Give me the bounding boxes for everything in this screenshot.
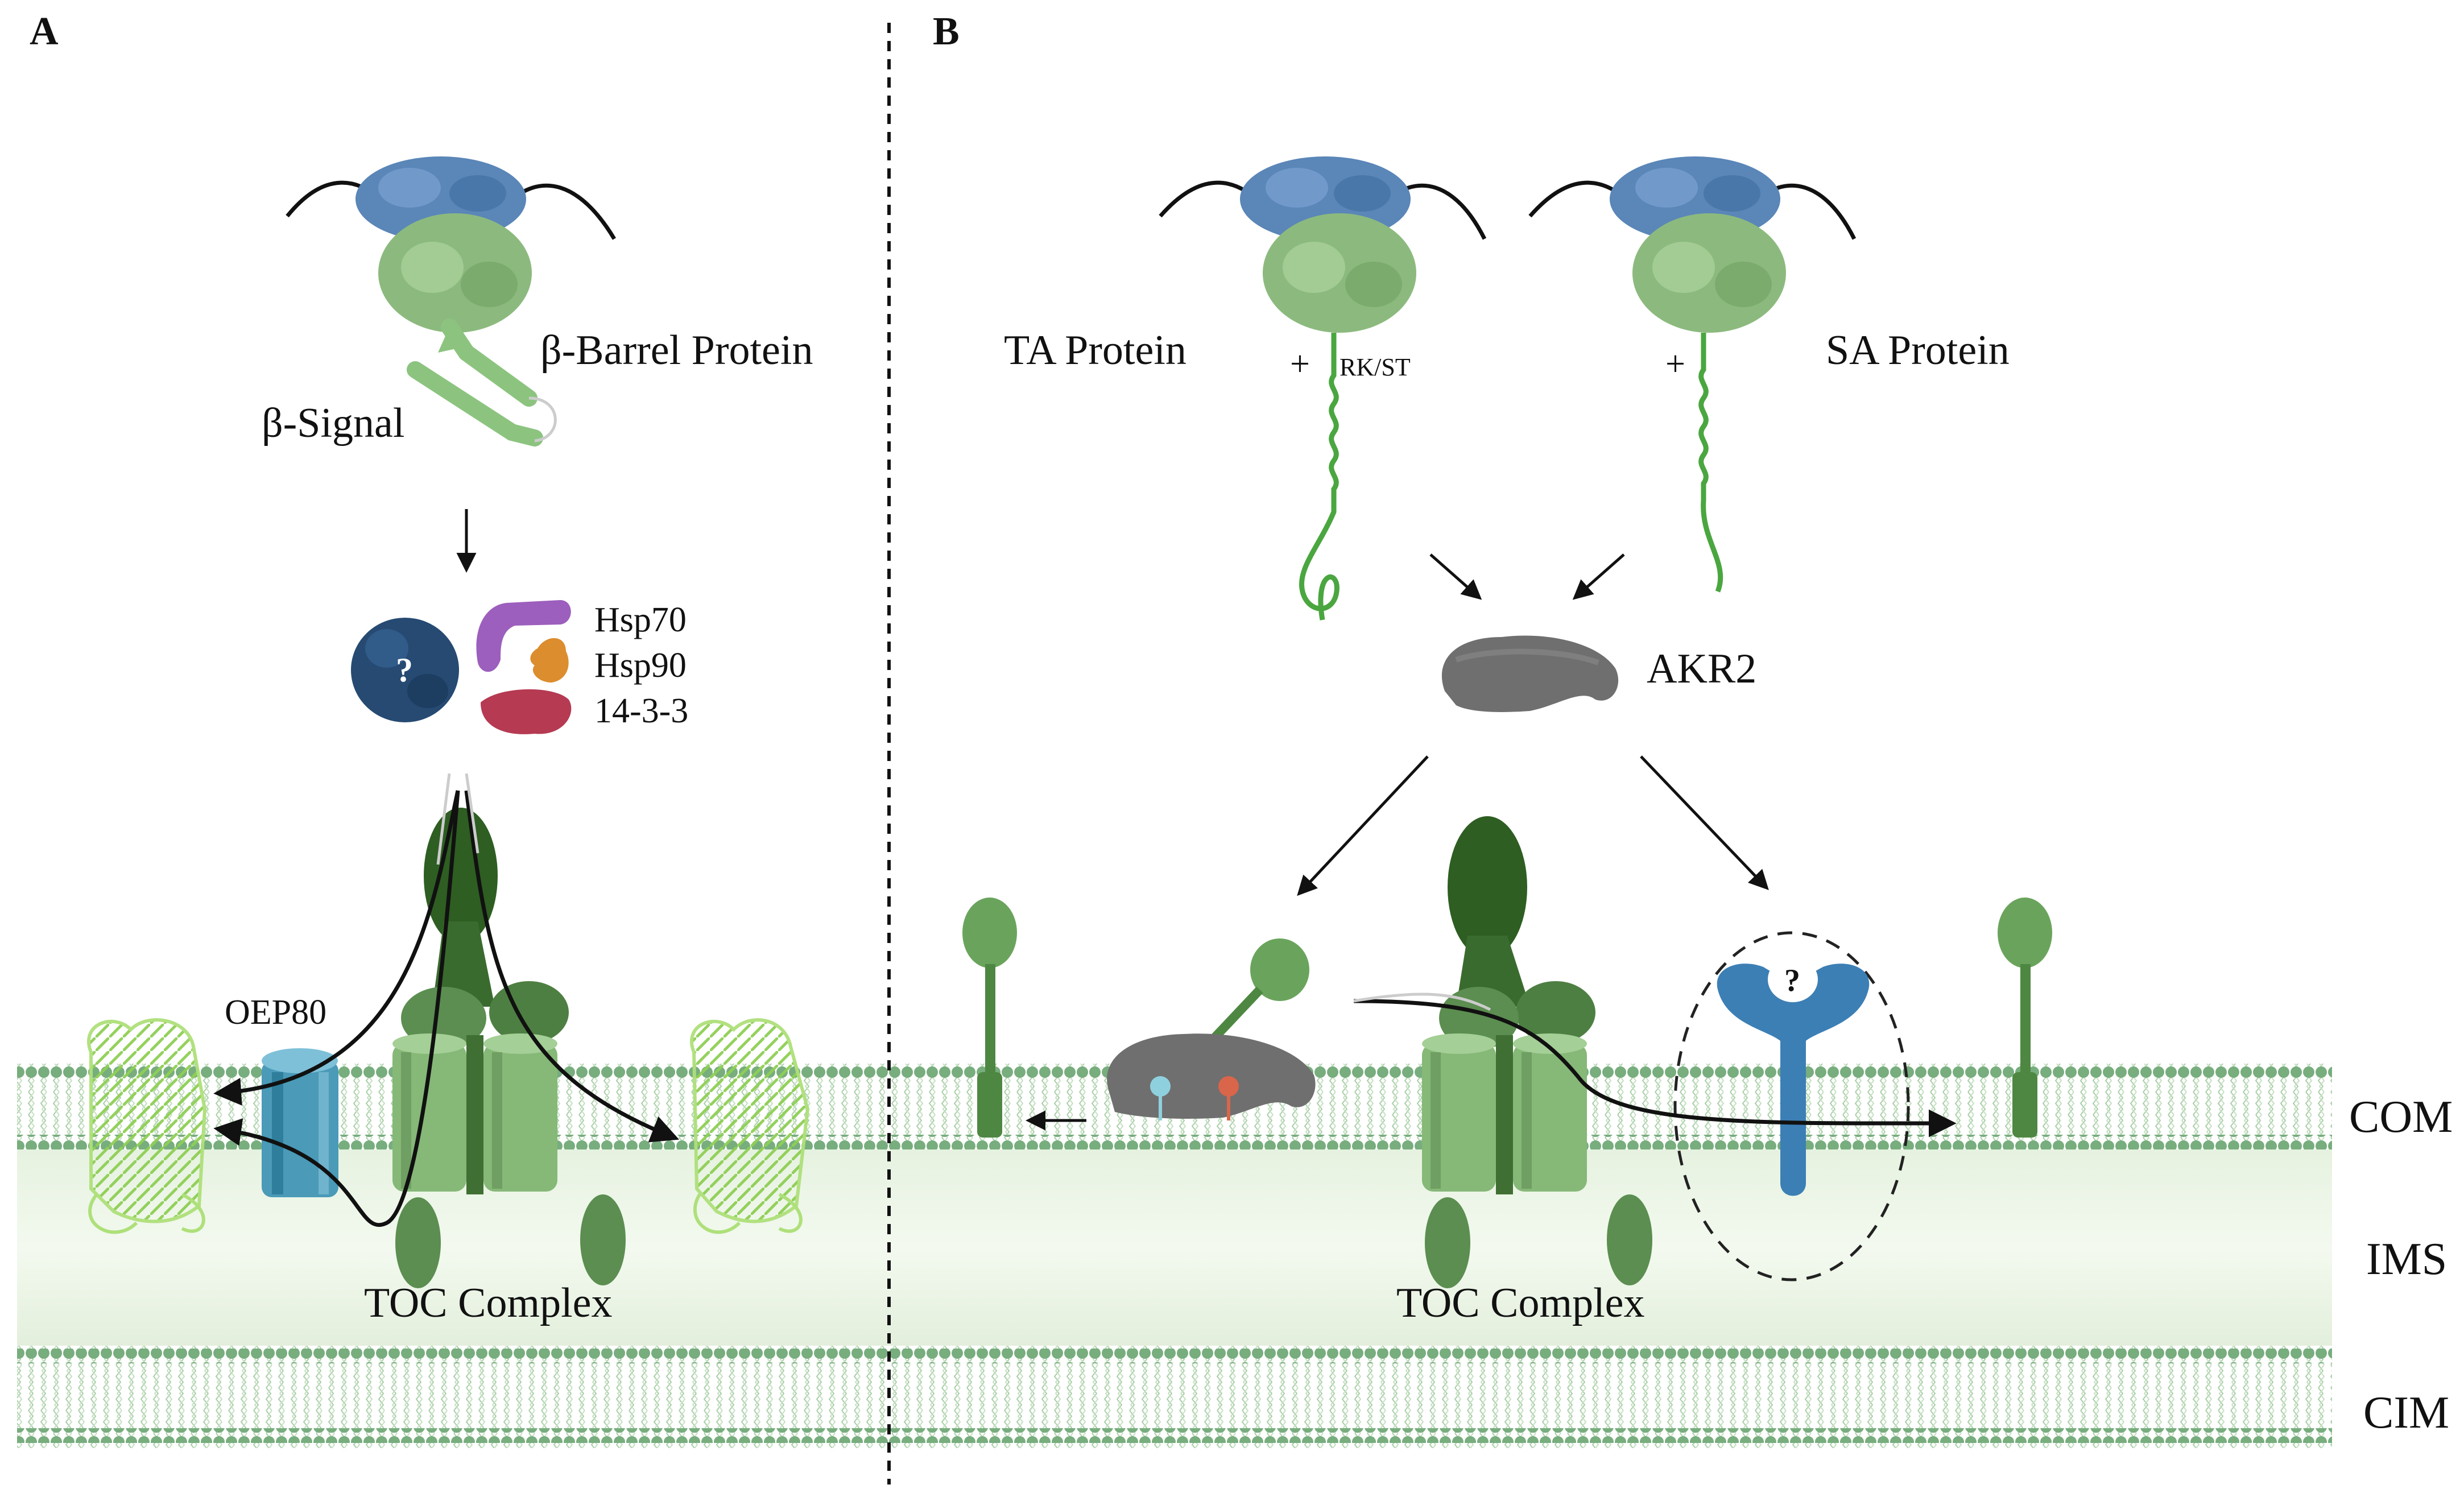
beta-hairpin-signal — [407, 319, 557, 446]
hsp90-shape — [530, 638, 569, 683]
hsp70-shape — [476, 600, 571, 672]
unknown-chaperone-mark: ? — [396, 651, 413, 689]
sa-plus: + — [1665, 345, 1685, 383]
pathway-to-right-barrel — [464, 790, 680, 1143]
unknown-insertase: ? — [1717, 957, 1870, 1196]
unknown-insertase-boundary — [1673, 931, 1910, 1281]
ims-label: IMS — [2366, 1234, 2447, 1284]
pathway-shadow-b — [1353, 993, 1491, 1011]
arrow-akr2-to-right — [1640, 755, 1769, 891]
ta-motif-label: RK/ST — [1340, 353, 1411, 381]
oep80-label: OEP80 — [225, 993, 326, 1032]
ribosome-ta — [1159, 156, 1487, 621]
beta-signal-label: β-Signal — [262, 400, 404, 446]
14-3-3-shape — [481, 689, 572, 734]
hsp70-label: Hsp70 — [594, 601, 687, 639]
arrow-akr2-to-left — [1297, 755, 1429, 896]
sa-signal-anchor — [1698, 333, 1723, 593]
unknown-chaperone: ? — [351, 618, 459, 722]
arrow-sa-to-akr2 — [1572, 553, 1625, 600]
panel-a-letter: A — [30, 10, 59, 53]
ta-protein-label: TA Protein — [1004, 327, 1186, 374]
beta-barrel-left — [87, 1018, 207, 1234]
cim-label: CIM — [2363, 1388, 2449, 1438]
inserted-protein-right — [1998, 898, 2052, 1138]
hsp90-label: Hsp90 — [594, 646, 687, 685]
toc-complex-a — [392, 808, 626, 1288]
akr2-label: AKR2 — [1647, 646, 1756, 692]
oep80-channel — [262, 1048, 338, 1197]
beta-barrel-right — [690, 1018, 810, 1234]
toc-complex-a-label: TOC Complex — [364, 1280, 612, 1326]
inserted-protein-left — [962, 898, 1017, 1138]
pathway-to-left-barrel-2 — [213, 790, 460, 1227]
panel-b-letter: B — [933, 10, 960, 53]
pathway-shadow — [436, 773, 479, 865]
akr2-shape — [1441, 635, 1619, 712]
beta-barrel-protein-label: β-Barrel Protein — [540, 327, 813, 374]
ribosome-a — [286, 156, 617, 333]
inner-envelope-membrane — [17, 1346, 2332, 1448]
pathway-to-left-barrel-1 — [213, 790, 460, 1106]
14-3-3-label: 14-3-3 — [594, 692, 688, 730]
toc-complex-b-label: TOC Complex — [1396, 1280, 1644, 1326]
sa-protein-label: SA Protein — [1826, 327, 2010, 374]
toc-complex-b — [1422, 816, 1652, 1288]
ribosome-sa — [1528, 156, 1857, 593]
akr2-membrane-bound — [1107, 938, 1316, 1120]
ta-tail-anchor — [1299, 333, 1340, 621]
com-label: COM — [2349, 1092, 2453, 1142]
unknown-insertase-mark: ? — [1784, 963, 1800, 998]
ta-plus: + — [1290, 345, 1310, 383]
arrow-ta-to-akr2 — [1429, 553, 1482, 600]
pathway-toc-to-right-protein — [1353, 999, 1957, 1138]
